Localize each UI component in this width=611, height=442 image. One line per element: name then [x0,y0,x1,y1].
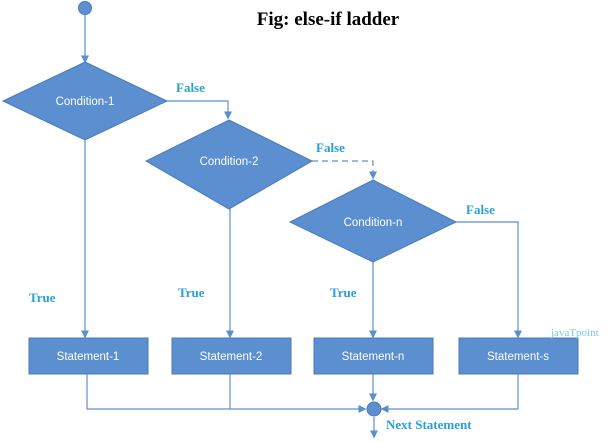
connectors [81,15,522,439]
statement-n-label: Statement-n [342,351,405,363]
figure-title: Fig: else-if ladder [257,9,400,30]
edge-condition-n-false [456,221,522,339]
condition-2-label: Condition-2 [200,156,259,168]
next-statement-label: Next Statement [386,417,472,432]
statement-1-label: Statement-1 [57,351,120,363]
statement-2-label: Statement-2 [200,351,263,363]
statement-n-node: Statement-n [313,337,434,375]
condition-1-diamond [1,61,169,141]
edge-condition-2-false [312,160,377,180]
statement-s-node: Statement-s [458,337,579,375]
edge-statement-s-merge [380,374,519,413]
condition-1-node: Condition-1 [1,61,169,141]
edge-statement-1-merge [86,374,367,413]
false-label-1: False [176,80,205,95]
statement-n-box [313,337,434,375]
watermark: javaTpoint [550,327,599,339]
condition-1-label: Condition-1 [56,96,115,108]
statement-s-box [458,337,579,375]
condition-n-node: Condition-n [288,179,458,263]
condition-n-diamond [288,179,458,263]
false-label-3: False [466,202,495,217]
statement-2-box [171,337,292,375]
true-label-2: True [178,285,205,300]
false-label-2: False [316,140,345,155]
true-label-3: True [330,285,357,300]
statement-1-node: Statement-1 [28,337,149,375]
condition-n-label: Condition-n [344,217,403,229]
statement-s-label: Statement-s [487,351,549,363]
statement-1-box [28,337,149,375]
condition-2-diamond [144,119,314,210]
merge-node [366,401,382,417]
statement-2-node: Statement-2 [171,337,292,375]
edge-condition-1-false [167,100,232,120]
true-label-1: True [29,290,56,305]
start-node [78,1,92,15]
condition-2-node: Condition-2 [144,119,314,210]
